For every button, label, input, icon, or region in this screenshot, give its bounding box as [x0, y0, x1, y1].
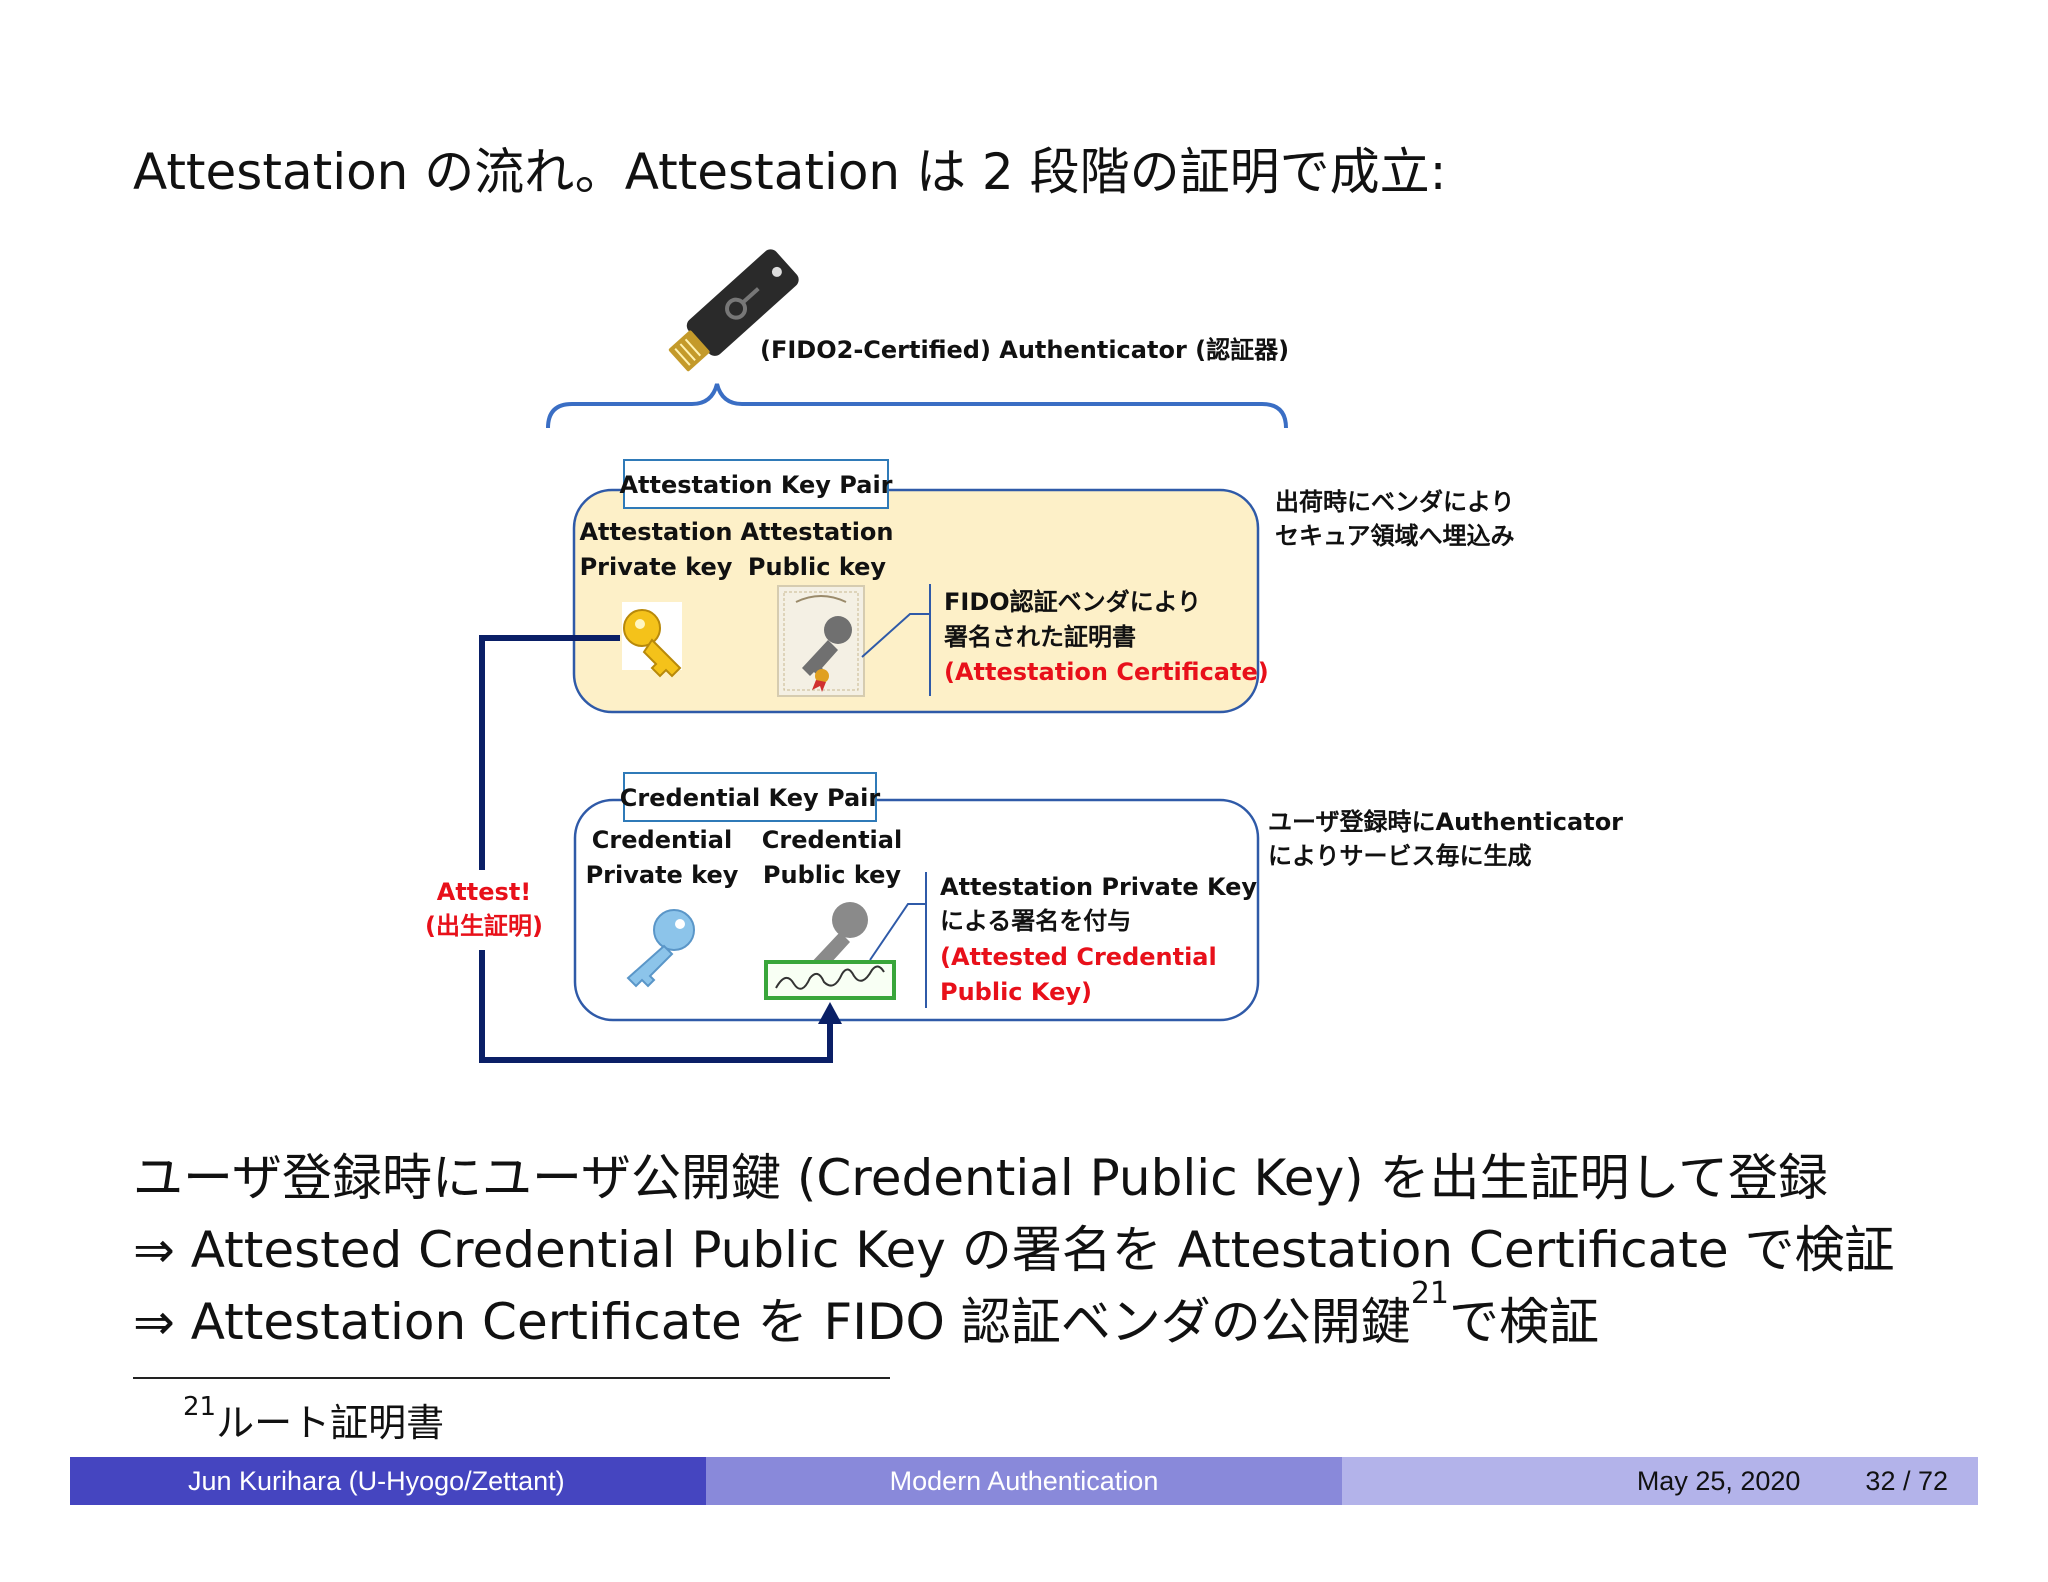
footer-date: May 25, 2020 — [1636, 1465, 1801, 1496]
credential-side-note-2: によりサービス毎に生成 — [1268, 842, 1532, 870]
footer-title-section: Modern Authentication — [706, 1457, 1342, 1505]
footnote-mark: 21 — [183, 1392, 217, 1422]
footer-talk-title: Modern Authentication — [889, 1465, 1159, 1496]
footnote-text: ルート証明書 — [216, 1401, 445, 1445]
body-line-1: ユーザ登録時にユーザ公開鍵 (Credential Public Key) を出… — [133, 1149, 1829, 1207]
sign-note-line-4: Public Key) — [940, 978, 1092, 1006]
authenticator-label: (FIDO2-Certified) Authenticator (認証器) — [760, 336, 1289, 364]
authenticator-brace — [546, 383, 1288, 429]
signed-credential-key-icon — [764, 902, 896, 1000]
credential-private-key-label-2: Private key — [586, 861, 739, 889]
cert-note-line-1: FIDO認証ベンダにより — [944, 588, 1201, 616]
blue-key-icon — [626, 909, 695, 988]
body-line-3: ⇒ Attestation Certificate を FIDO 認証ベンダの公… — [133, 1276, 1599, 1354]
slide-footer: Jun Kurihara (U-Hyogo/Zettant) Modern Au… — [70, 1457, 1978, 1505]
footnote: 21ルート証明書 — [183, 1392, 444, 1447]
body-line-3-end: で検証 — [1449, 1293, 1599, 1351]
body-line-2: ⇒ Attested Credential Public Key の署名を At… — [133, 1221, 1895, 1279]
usb-key-icon — [668, 249, 799, 372]
footer-author-section: Jun Kurihara (U-Hyogo/Zettant) — [70, 1457, 706, 1505]
footer-page-number: 32 / 72 — [1865, 1465, 1948, 1496]
attestation-key-pair-label: Attestation Key Pair — [619, 471, 892, 499]
footnote-rule — [133, 1377, 890, 1379]
cert-note-line-3: (Attestation Certificate) — [944, 658, 1269, 686]
cert-callout-line — [861, 613, 930, 658]
credential-public-key-label-2: Public key — [763, 861, 901, 889]
cert-note-line-2: 署名された証明書 — [943, 623, 1136, 651]
attest-label-1: Attest! — [437, 878, 532, 906]
attestation-private-key-label-1: Attestation — [579, 518, 732, 546]
attestation-public-key-label-2: Public key — [748, 553, 886, 581]
sign-note-line-1: Attestation Private Key — [940, 873, 1257, 901]
attest-arrowhead — [818, 1002, 842, 1024]
credential-key-pair-label: Credential Key Pair — [620, 784, 881, 812]
attestation-public-key-label-1: Attestation — [740, 518, 893, 546]
sign-note-line-3: (Attested Credential — [940, 943, 1217, 971]
credential-key-pair-label-box — [623, 772, 877, 822]
attestation-certificate-icon — [777, 585, 865, 697]
credential-key-pair-box — [573, 798, 1260, 1022]
sign-note-line-2: による署名を付与 — [940, 907, 1131, 935]
footer-author: Jun Kurihara (U-Hyogo/Zettant) — [188, 1465, 565, 1496]
attest-label-2: (出生証明) — [425, 912, 543, 940]
gold-key-icon — [622, 602, 682, 678]
slide-title: Attestation の流れ。Attestation は 2 段階の証明で成立… — [133, 143, 1447, 201]
footnote-ref: 21 — [1410, 1276, 1449, 1311]
attestation-side-note-1: 出荷時にベンダにより — [1275, 488, 1515, 516]
body-line-3-text: ⇒ Attestation Certificate を FIDO 認証ベンダの公… — [133, 1293, 1411, 1351]
credential-private-key-label-1: Credential — [592, 826, 732, 854]
attest-arrow — [479, 635, 833, 1063]
credential-public-key-label-1: Credential — [762, 826, 902, 854]
attestation-key-pair-box — [572, 488, 1260, 714]
credential-side-note-1: ユーザ登録時にAuthenticator — [1268, 808, 1623, 836]
attestation-private-key-label-2: Private key — [580, 553, 733, 581]
attestation-side-note-2: セキュア領域へ埋込み — [1275, 522, 1515, 550]
attestation-key-pair-label-box — [623, 459, 889, 509]
sign-callout-line — [869, 903, 926, 961]
footer-date-section: May 25, 2020 32 / 72 — [1342, 1457, 1978, 1505]
